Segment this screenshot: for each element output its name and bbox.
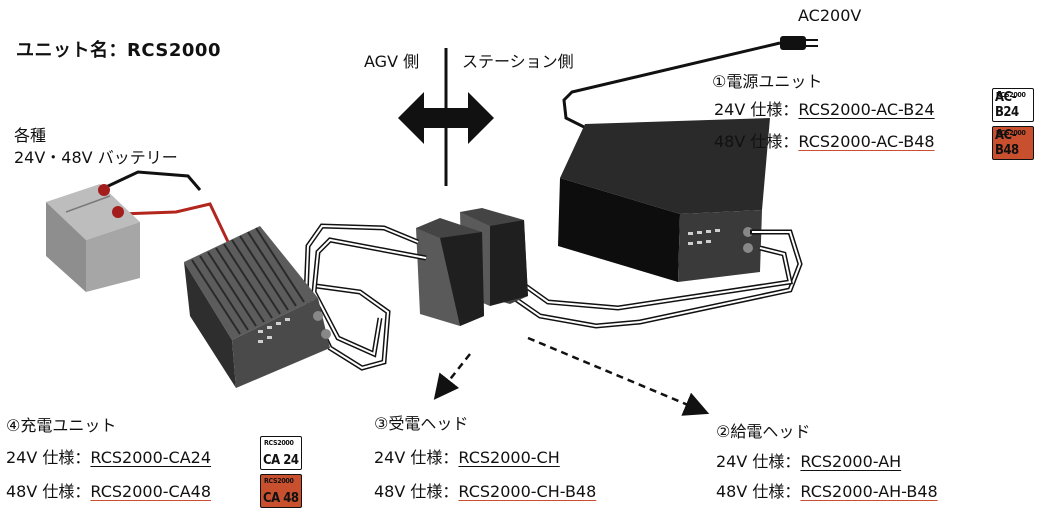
battery-device — [46, 184, 140, 292]
spec24-label: 24V 仕様： — [714, 100, 799, 119]
power-unit-spec48: 48V 仕様：RCS2000-AC-B48 — [714, 132, 935, 152]
bidirectional-arrow-icon — [398, 92, 494, 144]
agv-side-label: AGV 側 — [364, 52, 420, 71]
pointer-arrow-receive-head — [433, 353, 471, 400]
pointer-arrow-supply-head — [527, 336, 710, 416]
power-unit-device — [558, 118, 770, 282]
battery-label-line2: 24V・48V バッテリー — [14, 148, 178, 167]
charge-unit-spec24: 24V 仕様：RCS2000-CA24 — [6, 448, 211, 468]
ac-voltage-label: AC200V — [798, 6, 862, 25]
spec48-label: 48V 仕様： — [374, 482, 459, 501]
power-unit-model48: RCS2000-AC-B48 — [798, 132, 935, 151]
receive-head-spec48: 48V 仕様：RCS2000-CH-B48 — [374, 482, 596, 502]
supply-head-model24: RCS2000-AH — [800, 452, 902, 471]
receive-head-heading: ③受電ヘッド — [374, 414, 469, 433]
charge-unit-model24: RCS2000-CA24 — [90, 448, 212, 467]
ac-plug-icon — [780, 36, 818, 50]
receive-head-model24: RCS2000-CH — [458, 448, 560, 467]
spec24-label: 24V 仕様： — [716, 452, 801, 471]
spec48-label: 48V 仕様： — [714, 132, 799, 151]
station-side-label: ステーション側 — [462, 52, 574, 71]
receive-head-spec24: 24V 仕様：RCS2000-CH — [374, 448, 560, 468]
spec48-label: 48V 仕様： — [6, 482, 91, 501]
supply-head-model48: RCS2000-AH-B48 — [800, 482, 938, 501]
power-unit-heading: ①電源ユニット — [712, 72, 823, 91]
charge-unit-device — [184, 226, 331, 388]
receive-head-device — [416, 218, 484, 326]
charge-unit-spec48: 48V 仕様：RCS2000-CA48 — [6, 482, 211, 502]
supply-head-heading: ②給電ヘッド — [716, 422, 811, 441]
ac-cable — [562, 41, 781, 142]
charge-unit-heading: ④充電ユニット — [6, 416, 117, 435]
power-unit-model24: RCS2000-AC-B24 — [798, 100, 935, 119]
receive-head-model48: RCS2000-CH-B48 — [458, 482, 597, 501]
charge-unit-model48: RCS2000-CA48 — [90, 482, 212, 501]
battery-label-line1: 各種 — [14, 126, 47, 145]
spec24-label: 24V 仕様： — [6, 448, 91, 467]
supply-head-spec48: 48V 仕様：RCS2000-AH-B48 — [716, 482, 938, 502]
power-unit-spec24: 24V 仕様：RCS2000-AC-B24 — [714, 100, 935, 120]
supply-head-spec24: 24V 仕様：RCS2000-AH — [716, 452, 901, 472]
spec48-label: 48V 仕様： — [716, 482, 801, 501]
unit-title: ユニット名：RCS2000 — [16, 40, 221, 61]
spec24-label: 24V 仕様： — [374, 448, 459, 467]
